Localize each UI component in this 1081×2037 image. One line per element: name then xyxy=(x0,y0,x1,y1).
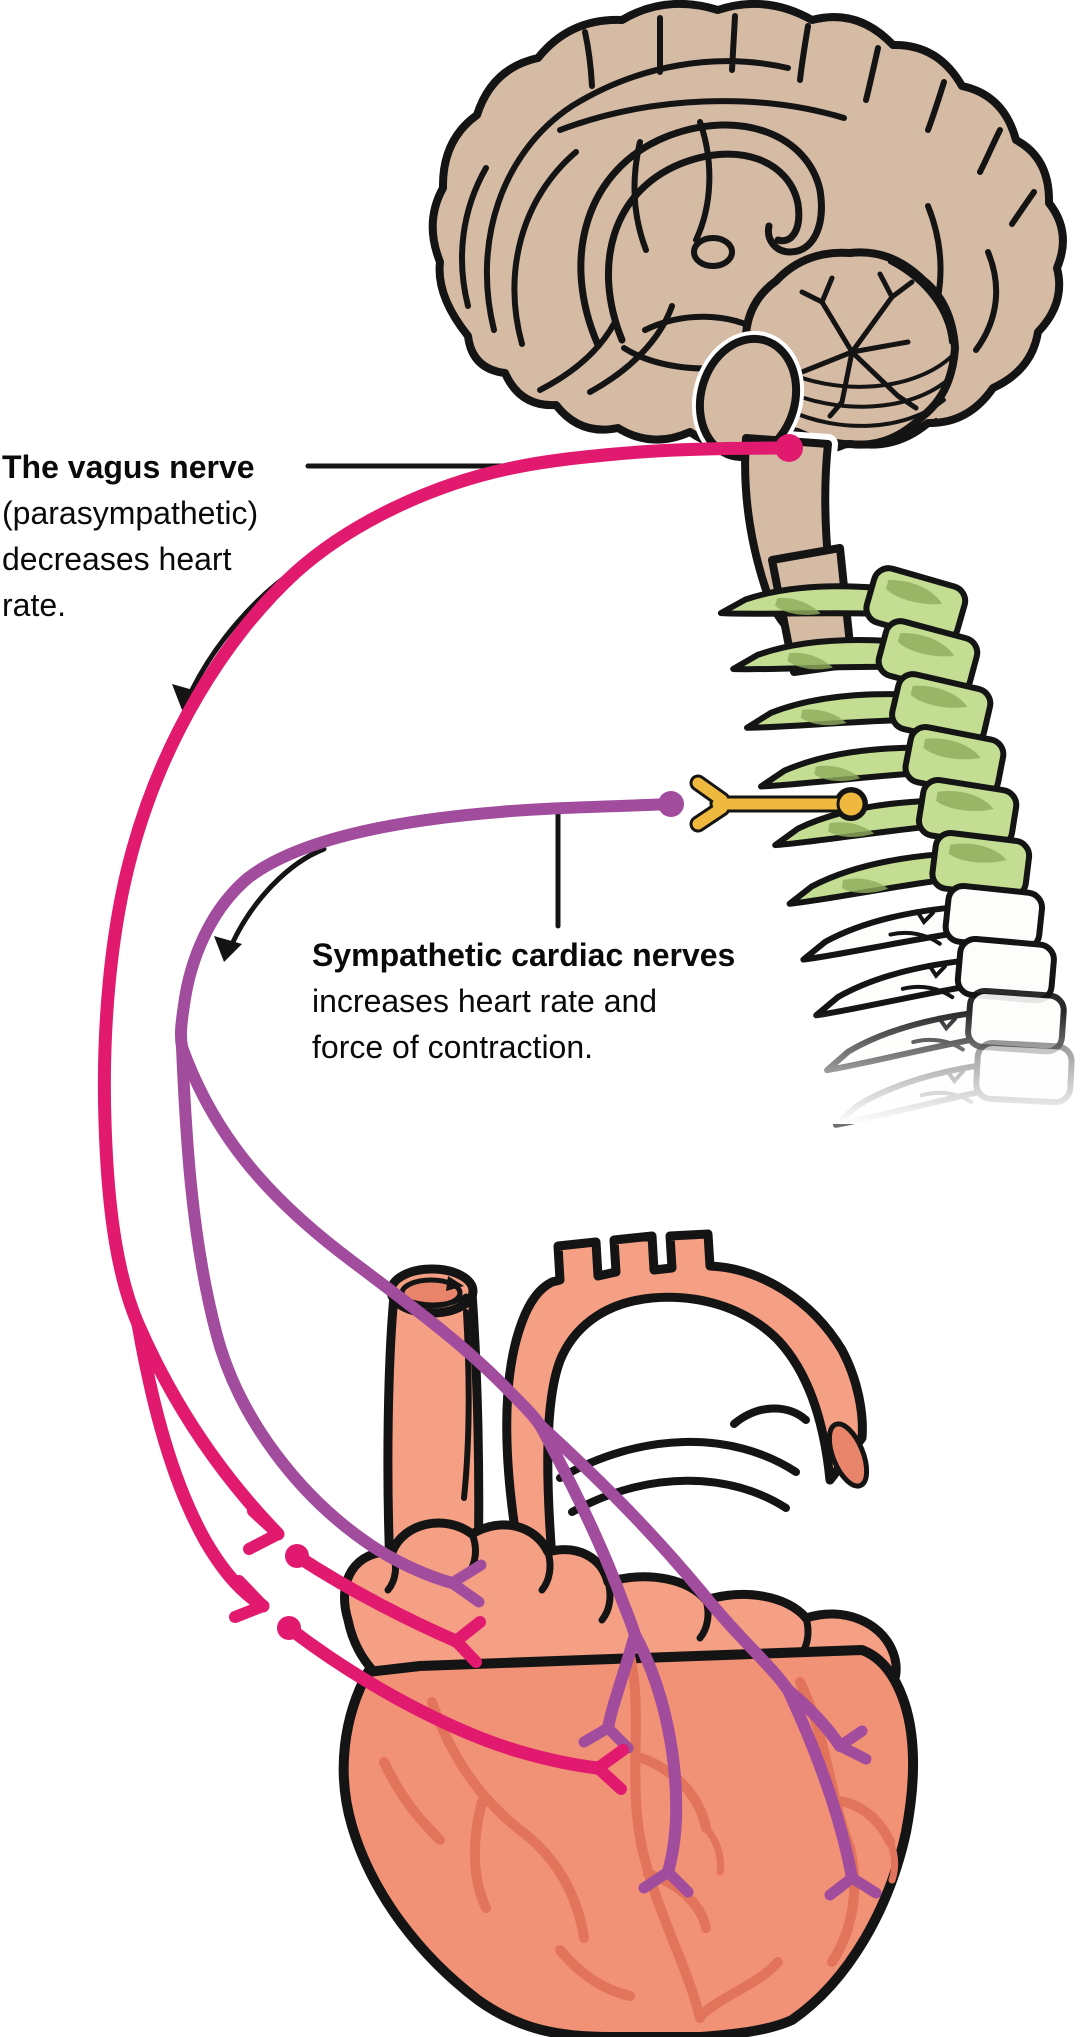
sympathetic-branch-mid-a xyxy=(602,1629,641,1734)
sympathetic-terminal-mid-b xyxy=(638,1866,694,1898)
annotation-lines xyxy=(172,463,561,962)
vagus-origin-dot xyxy=(775,434,803,462)
vagus-nerve xyxy=(97,434,803,1795)
vagus-terminal-upper xyxy=(450,1616,486,1668)
sympathetic-branch-outer-b xyxy=(782,1684,858,1884)
vagus-postganglionic-upper xyxy=(290,1549,463,1648)
spinal-nerve-root-dot xyxy=(836,789,866,819)
sympathetic-branch-right xyxy=(176,1041,546,1431)
spinal-nerve-connector xyxy=(689,774,868,833)
arrowhead-vagus xyxy=(172,684,200,710)
sympathetic-nerve xyxy=(174,791,882,1901)
sympathetic-trunk xyxy=(174,798,677,1053)
vagus-postganglionic-lower xyxy=(282,1621,605,1775)
svc-notch xyxy=(446,1276,464,1291)
aorta-cut-opening xyxy=(826,1421,870,1489)
pons xyxy=(695,334,801,462)
sympathetic-label-line2: increases heart rate and xyxy=(312,983,658,1019)
brain-illustration xyxy=(428,0,1067,644)
sympathetic-branch-mid-b xyxy=(629,1629,683,1878)
curved-arrow-sympathetic xyxy=(229,846,327,947)
aorta-arch xyxy=(502,1229,867,1565)
svc-inner-line xyxy=(461,1309,472,1501)
corpus-callosum xyxy=(577,121,825,349)
vagus-label-title: The vagus nerve xyxy=(2,449,255,485)
spinal-nerve-fork xyxy=(692,777,846,830)
sympathetic-ganglion-dot xyxy=(658,791,684,817)
vagus-label-line3: decreases heart xyxy=(2,541,232,577)
sympathetic-nerve-label: Sympathetic cardiac nerves increases hea… xyxy=(312,932,735,1070)
spine-fadeout xyxy=(690,1012,1081,1124)
vagus-terminal-lower xyxy=(592,1744,629,1795)
interthalamic-oval xyxy=(691,235,735,269)
vagus-trunk xyxy=(97,441,795,1331)
arrowhead-sympathetic xyxy=(214,936,242,962)
sympathetic-terminal-left xyxy=(446,1559,487,1608)
brain-sulci-lines xyxy=(459,13,1037,395)
cerebellum-arbor-vitae xyxy=(799,271,919,419)
sympathetic-branch-outer xyxy=(534,1419,794,1696)
sympathetic-label-line3: force of contraction. xyxy=(312,1029,594,1065)
sympathetic-terminal-outer-a xyxy=(834,1725,872,1765)
cerebellum-folia-lines xyxy=(775,260,955,445)
pulmonary-artery-lines xyxy=(556,1404,810,1516)
coronary-vessel-twigs xyxy=(702,1824,899,1884)
sympathetic-branch-left xyxy=(176,1041,458,1589)
vagus-label-line2: (parasympathetic) xyxy=(2,495,259,531)
vagus-label-line4: rate. xyxy=(2,587,67,623)
vagus-nerve-label: The vagus nerve (parasympathetic) decrea… xyxy=(2,444,258,628)
vagus-fork-upper xyxy=(243,1505,284,1555)
vagus-fork-lower xyxy=(229,1575,269,1623)
sympathetic-terminal-outer-b xyxy=(824,1872,882,1901)
sympathetic-label-title: Sympathetic cardiac nerves xyxy=(312,937,736,973)
spinal-column xyxy=(690,527,1081,1137)
atria-scallop-lines xyxy=(384,1530,812,1660)
